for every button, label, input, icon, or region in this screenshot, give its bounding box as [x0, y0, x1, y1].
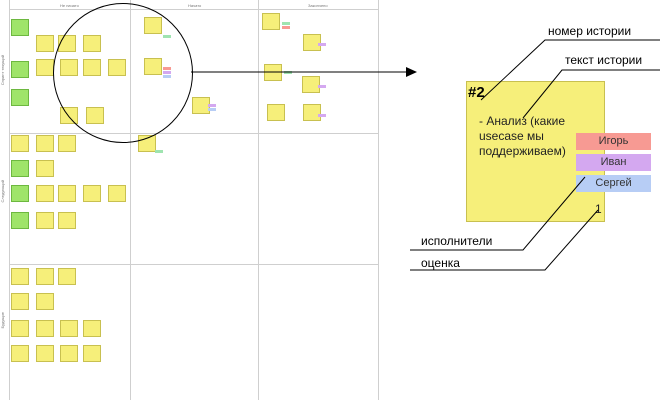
story-card[interactable]	[303, 104, 321, 121]
story-card-detail	[466, 81, 605, 222]
story-card[interactable]	[11, 61, 29, 78]
header-divider	[9, 9, 379, 10]
column-header-done: Закончено	[308, 3, 328, 8]
story-card[interactable]	[83, 345, 101, 362]
column-divider	[258, 0, 259, 400]
story-card[interactable]	[11, 160, 29, 177]
board-left-border	[9, 0, 10, 400]
story-card[interactable]	[267, 104, 285, 121]
column-header-started: Начато	[188, 3, 202, 8]
story-card[interactable]	[83, 185, 101, 202]
assignee-tag-igor: Игорь	[576, 133, 651, 150]
row-divider	[9, 133, 379, 134]
story-card[interactable]	[36, 345, 54, 362]
assignee-tag	[208, 104, 216, 107]
story-card[interactable]	[303, 34, 321, 51]
story-card[interactable]	[262, 13, 280, 30]
story-card[interactable]	[11, 89, 29, 106]
assignee-tag	[318, 114, 326, 117]
leader-story-number	[480, 39, 660, 101]
story-card[interactable]	[58, 135, 76, 152]
annotation-story-text: текст истории	[565, 53, 643, 67]
story-card[interactable]	[108, 185, 126, 202]
board-right-border	[378, 0, 379, 400]
column-header-not-started: Не начато	[60, 3, 79, 8]
assignee-tag-sergey: Сергей	[576, 175, 651, 192]
story-card[interactable]	[58, 185, 76, 202]
story-number: #2	[468, 84, 485, 101]
story-card[interactable]	[60, 320, 78, 337]
story-card[interactable]	[11, 293, 29, 310]
story-card[interactable]	[83, 320, 101, 337]
story-text: - Анализ (какие usecase мы поддерживаем)	[479, 114, 566, 158]
assignee-tag	[318, 43, 326, 46]
zoom-highlight-circle	[53, 3, 193, 143]
leader-estimate	[410, 209, 599, 271]
annotation-story-number: номер истории	[548, 24, 632, 38]
story-card[interactable]	[36, 185, 54, 202]
row-divider	[9, 264, 379, 265]
annotation-assignees: исполнители	[421, 234, 493, 248]
assignee-tag-ivan: Иван	[576, 154, 651, 171]
story-card[interactable]	[11, 268, 29, 285]
zoom-arrow-head	[406, 67, 417, 77]
story-card[interactable]	[36, 135, 54, 152]
story-card[interactable]	[11, 185, 29, 202]
story-card[interactable]	[36, 160, 54, 177]
story-card[interactable]	[11, 212, 29, 229]
assignee-tag	[208, 108, 216, 111]
assignee-tag	[282, 22, 290, 25]
story-card[interactable]	[11, 135, 29, 152]
story-card[interactable]	[36, 268, 54, 285]
assignee-tag	[282, 26, 290, 29]
story-card[interactable]	[11, 320, 29, 337]
story-card[interactable]	[11, 19, 29, 36]
story-card[interactable]	[36, 320, 54, 337]
leader-story-text	[522, 69, 660, 119]
scrum-board: Не начато Начато Закончено Спринт текущи…	[0, 0, 380, 400]
story-card[interactable]	[58, 268, 76, 285]
story-estimate: 1	[595, 202, 602, 216]
story-card[interactable]	[11, 345, 29, 362]
annotation-estimate: оценка	[421, 256, 460, 270]
assignee-tag	[318, 85, 326, 88]
assignee-tag	[155, 150, 163, 153]
story-card[interactable]	[302, 76, 320, 93]
leader-assignees	[410, 176, 586, 251]
story-card[interactable]	[36, 212, 54, 229]
story-card[interactable]	[60, 345, 78, 362]
story-card[interactable]	[36, 35, 54, 52]
column-divider	[130, 0, 131, 400]
story-card[interactable]	[36, 293, 54, 310]
story-card[interactable]	[58, 212, 76, 229]
